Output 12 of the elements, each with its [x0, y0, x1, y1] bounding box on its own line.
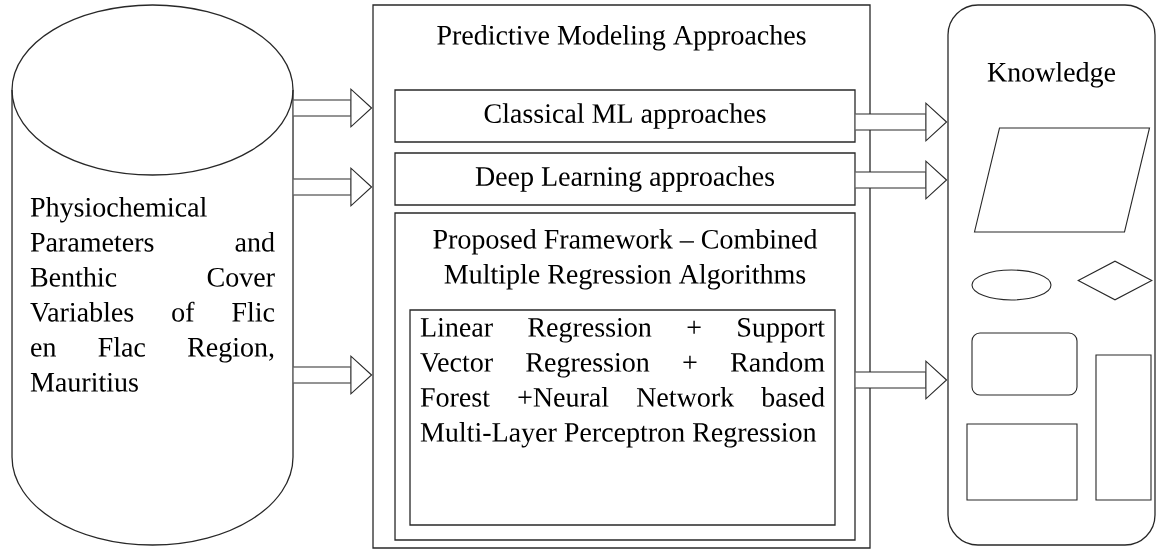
ellipse-shape [971, 269, 1052, 301]
node-label: Physiochemical Parameters and Benthic Cover Variables of Flic en Flac Region, Mauritius [30, 196, 275, 392]
output-panel: Knowledge [947, 4, 1156, 546]
database-cylinder: Physiochemical Parameters and Benthic Cover Variables of Flic en Flac Region, Mauritius [11, 4, 294, 546]
group-box: Linear Regression + Support Vector Regression + Random Forest +Neural Network based Multi-Layer Perceptron Regression [409, 309, 836, 526]
parallelogram-shape [973, 127, 1151, 233]
rectangle-shape [966, 423, 1078, 501]
diamond-shape [1077, 260, 1153, 301]
rectangle-shape [1095, 354, 1152, 501]
rounded-rectangle-shape [971, 332, 1078, 396]
process-box: Deep Learning approaches [394, 152, 856, 206]
process-box: Classical ML approaches [394, 89, 856, 143]
